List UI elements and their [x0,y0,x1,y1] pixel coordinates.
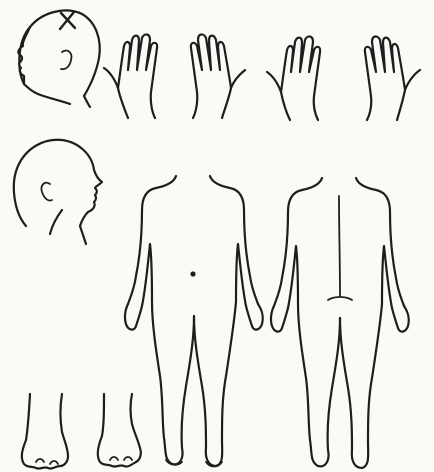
feet [22,394,141,469]
hand-right-back [365,36,420,120]
hand-left-palm [104,34,157,118]
body-front [125,176,263,467]
hand-right-palm [191,34,245,118]
head-left-profile [18,10,99,107]
body-back [271,178,409,468]
cross-mark [60,12,75,29]
head-right-profile [14,140,102,244]
hand-left-back [267,36,320,120]
